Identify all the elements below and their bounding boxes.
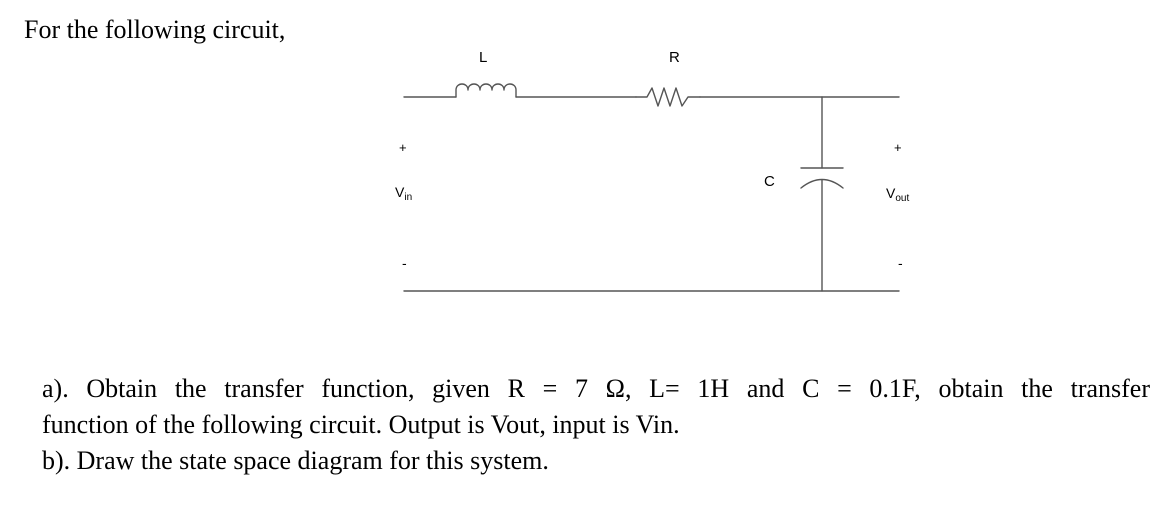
- output-minus-sign: -: [898, 255, 903, 271]
- inductor-label: L: [479, 49, 487, 66]
- input-minus-sign: -: [402, 255, 407, 271]
- input-plus-sign: +: [399, 140, 407, 155]
- question-block: a). Obtain the transfer function, given …: [42, 371, 1150, 479]
- resistor-symbol: [635, 87, 701, 107]
- output-voltage-main: V: [886, 185, 896, 201]
- capacitor-label: C: [764, 173, 775, 190]
- intro-text: For the following circuit,: [24, 15, 286, 44]
- question-b: b). Draw the state space diagram for thi…: [42, 446, 549, 475]
- question-a-line-2: function of the following circuit. Outpu…: [42, 410, 680, 439]
- inductor-symbol: [455, 83, 517, 98]
- input-voltage-main: V: [395, 184, 405, 200]
- question-a-line-1: a). Obtain the transfer function, given …: [42, 374, 1150, 403]
- output-plus-sign: +: [894, 140, 902, 155]
- input-voltage-label: Vin: [395, 184, 412, 203]
- resistor-label: R: [669, 49, 680, 66]
- output-voltage-sub: out: [895, 193, 909, 204]
- output-voltage-label: Vout: [886, 185, 909, 204]
- input-voltage-sub: in: [404, 192, 412, 203]
